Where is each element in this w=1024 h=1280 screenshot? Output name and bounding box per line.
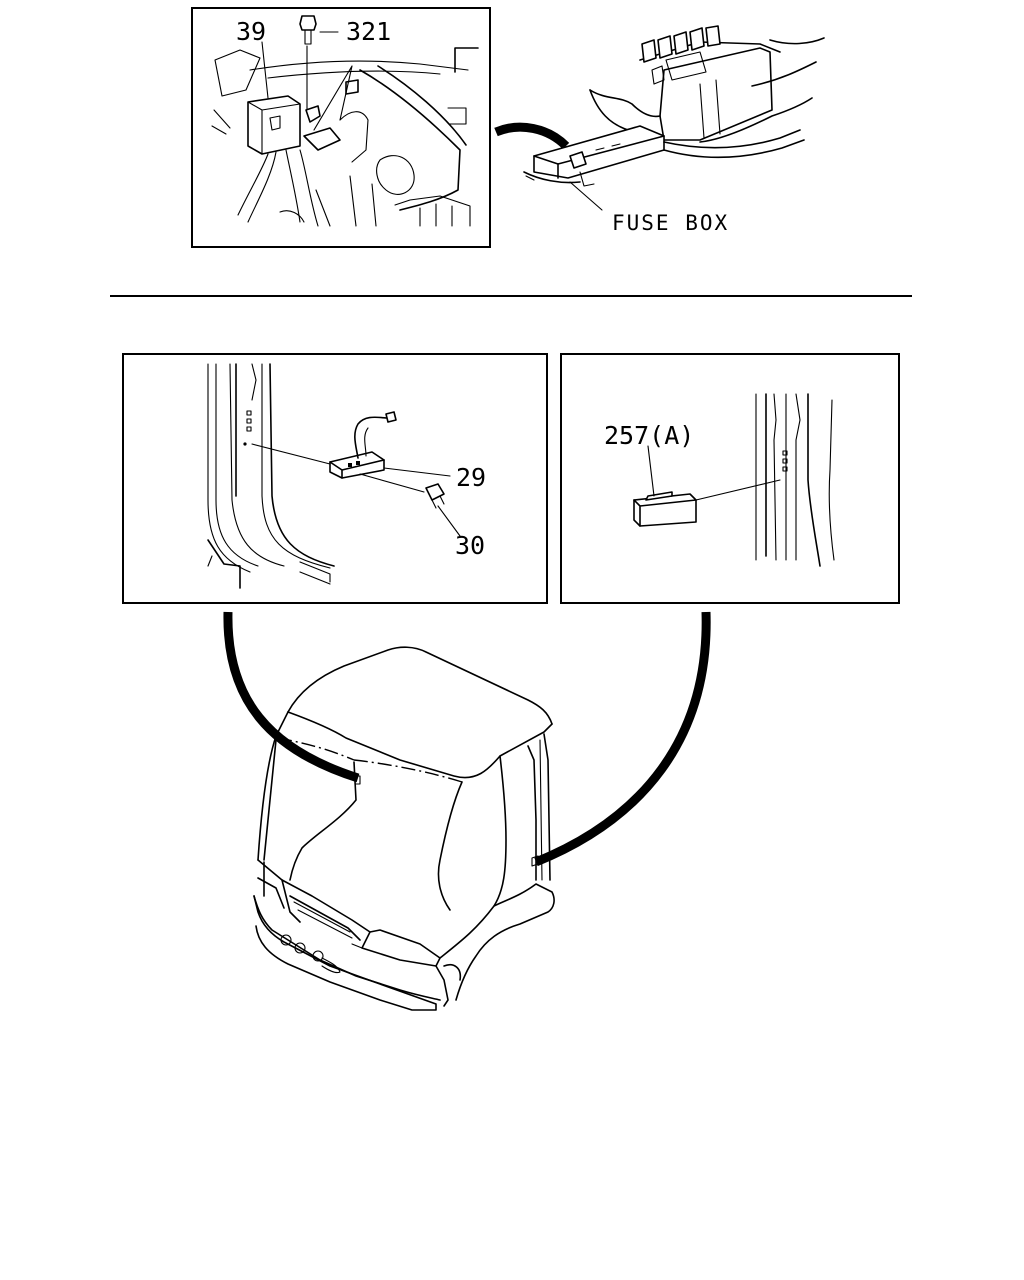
label-fuse-box: FUSE BOX [612,211,729,235]
detail-panel-door-switch: 29 30 [122,353,548,604]
label-part-39: 39 [236,17,266,46]
connector-arc-right [534,611,711,867]
connector-arc-left [223,611,360,783]
label-part-29: 29 [456,463,486,492]
label-part-257a: 257(A) [604,421,694,450]
fuse-box-illustration: FUSE BOX [494,25,825,235]
truck-cab-illustration [253,646,555,1011]
label-part-321: 321 [346,17,391,46]
detail-panel-fuse-area: 39 321 [191,7,491,248]
label-part-30: 30 [455,531,485,560]
detail-panel-rear-switch: 257(A) [560,353,900,604]
